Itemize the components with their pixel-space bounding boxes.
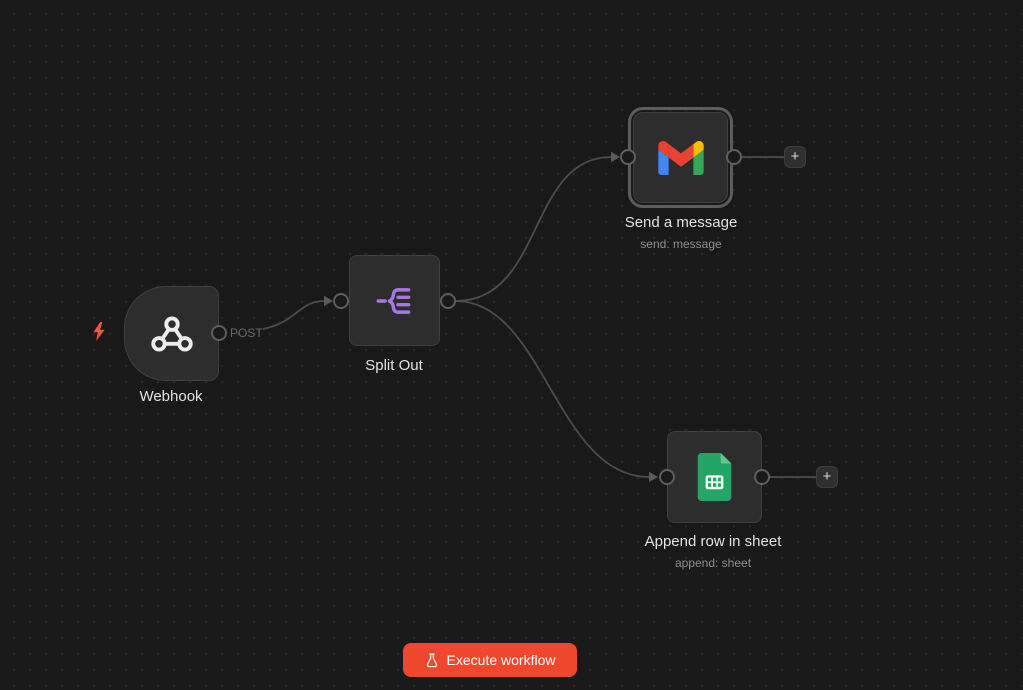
google-sheets-icon <box>697 453 732 501</box>
gmail-icon <box>657 140 704 175</box>
node-label-append-row-in-sheet: Append row in sheet <box>644 533 782 550</box>
arrowhead-icon <box>649 471 658 483</box>
plus-icon: + <box>790 148 800 165</box>
connection-splitout-to-gmail[interactable] <box>455 156 612 302</box>
flask-icon <box>426 653 437 667</box>
port-split-out-input[interactable] <box>333 293 349 309</box>
node-sublabel-send-a-message: send: message <box>640 237 722 251</box>
arrowhead-icon <box>611 151 620 163</box>
node-label-webhook: Webhook <box>139 388 203 405</box>
port-gmail-output[interactable] <box>726 149 742 165</box>
trigger-bolt-icon <box>93 322 105 341</box>
port-split-out-output[interactable] <box>440 293 456 309</box>
arrowhead-icon <box>324 295 333 307</box>
connection-splitout-to-sheets[interactable] <box>455 300 650 478</box>
plus-icon: + <box>822 468 832 485</box>
split-out-icon <box>376 287 410 314</box>
execute-workflow-label: Execute workflow <box>446 652 556 668</box>
port-sheets-output[interactable] <box>754 469 770 485</box>
execute-workflow-button[interactable]: Execute workflow <box>403 643 577 677</box>
connection-webhook-to-splitout[interactable] <box>262 300 325 330</box>
node-label-split-out: Split Out <box>365 357 423 374</box>
add-node-button-gmail[interactable]: + <box>784 146 806 168</box>
webhook-icon <box>150 316 193 351</box>
node-sublabel-append-row-in-sheet: append: sheet <box>674 556 752 570</box>
node-webhook[interactable] <box>124 286 219 381</box>
port-webhook-output[interactable] <box>211 325 227 341</box>
node-label-send-a-message: Send a message <box>624 214 738 231</box>
port-sheets-input[interactable] <box>659 469 675 485</box>
node-split-out[interactable] <box>349 255 440 346</box>
port-label-post: POST <box>230 326 263 340</box>
port-gmail-input[interactable] <box>620 149 636 165</box>
node-append-row-in-sheet[interactable] <box>667 431 762 523</box>
node-send-a-message[interactable] <box>628 107 733 208</box>
add-node-button-sheets[interactable]: + <box>816 466 838 488</box>
